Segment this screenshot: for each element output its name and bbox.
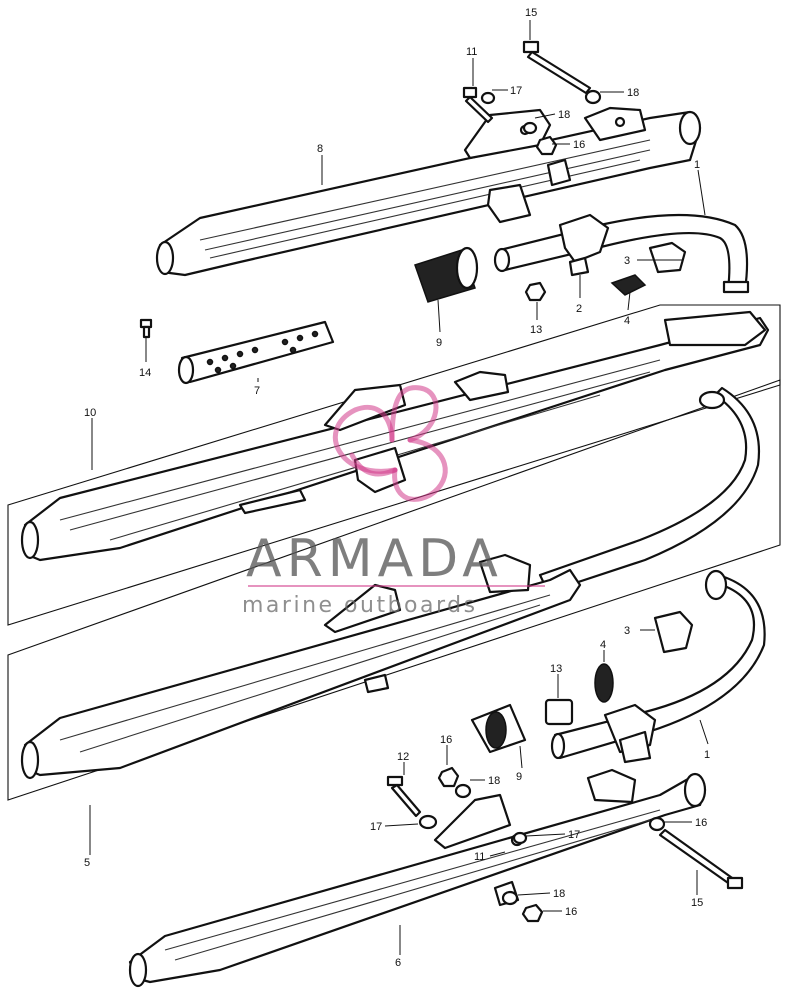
callout-9-top: 9 — [436, 337, 442, 349]
callout-8: 8 — [317, 143, 323, 155]
clamp-part-2-lower — [603, 703, 657, 764]
muffler-part-5 — [20, 553, 582, 780]
callout-11-lower: 11 — [474, 851, 485, 863]
callout-16-top: 16 — [573, 139, 585, 151]
washer-part-18-top — [584, 89, 602, 105]
callout-4-lower: 4 — [600, 639, 606, 651]
pipe-flange-middle — [698, 390, 726, 410]
callout-17-left: 17 — [370, 821, 382, 833]
callout-6: 6 — [395, 957, 401, 969]
spacer-part-13-lower — [544, 698, 574, 726]
gasket-part-4-lower — [594, 663, 614, 703]
watermark-knot-icon — [333, 385, 448, 502]
frame-outline-lower — [7, 379, 781, 801]
callout-16-lower-left: 16 — [440, 734, 452, 746]
callout-2: 2 — [576, 303, 582, 315]
callout-15-top: 15 — [525, 7, 537, 19]
collar-part-3-top — [648, 241, 687, 274]
exhaust-pipe-part-1-top — [493, 213, 750, 294]
callout-1-top: 1 — [694, 159, 700, 171]
nut-part-16-top — [535, 135, 558, 156]
collar-part-3-lower — [653, 610, 694, 654]
callout-7: 7 — [254, 385, 260, 397]
callout-18-bottom: 18 — [553, 888, 565, 900]
spark-arrester-part-7 — [177, 320, 335, 385]
callout-18-lower: 18 — [488, 775, 500, 787]
callout-13-lower: 13 — [550, 663, 562, 675]
callout-14: 14 — [139, 367, 151, 379]
washer-part-18-top-b — [522, 121, 538, 135]
watermark-logo: ARMADA marine outboards — [242, 385, 545, 618]
callout-17-top: 17 — [510, 85, 522, 97]
screw-part-14 — [139, 318, 153, 339]
callout-3-top: 3 — [624, 255, 630, 267]
callout-13-top: 13 — [530, 324, 542, 336]
gasket-part-4-top — [610, 274, 647, 296]
callout-1-lower: 1 — [704, 749, 710, 761]
bolt-part-15-upper — [522, 40, 592, 95]
baffle-part-9-top — [414, 246, 479, 303]
washer-part-17-right — [512, 831, 528, 845]
nut-part-16-bottom — [521, 903, 544, 923]
exhaust-pipe-part-1-lower — [550, 569, 766, 760]
bolt-part-15-lower — [658, 828, 744, 890]
callout-11-top: 11 — [466, 46, 477, 58]
watermark-subtitle: marine outboards — [242, 593, 478, 618]
frame-outline-upper — [7, 304, 781, 626]
callout-18-top-left: 18 — [558, 109, 570, 121]
callout-4-top: 4 — [624, 315, 630, 327]
washer-part-17-top — [480, 91, 496, 105]
watermark-title: ARMADA — [246, 529, 503, 589]
muffler-part-6 — [128, 768, 707, 988]
muffler-part-10 — [20, 310, 770, 562]
clamp-part-2-top — [558, 213, 610, 277]
callout-9-lower: 9 — [516, 771, 522, 783]
callout-10: 10 — [84, 407, 96, 419]
bolt-part-12 — [386, 775, 422, 818]
nut-part-16-lower-a — [437, 766, 460, 788]
callout-12: 12 — [397, 751, 409, 763]
callout-16-bottom: 16 — [565, 906, 577, 918]
callout-16-lower-right: 16 — [695, 817, 707, 829]
baffle-part-9-lower — [470, 703, 527, 754]
washer-part-18-lower-a — [454, 783, 472, 799]
callout-15-lower: 15 — [691, 897, 703, 909]
callout-18-top-right: 18 — [627, 87, 639, 99]
muffler-part-8 — [155, 106, 702, 277]
washer-part-17-left — [418, 814, 438, 830]
callout-3-lower: 3 — [624, 625, 630, 637]
bolt-part-11-top — [462, 86, 494, 124]
washer-part-18-bottom — [501, 890, 519, 906]
callout-labels: 15 11 17 18 18 16 8 1 3 2 4 13 9 14 7 10… — [84, 7, 710, 969]
callout-17-right: 17 — [568, 829, 580, 841]
leader-lines — [89, 20, 709, 955]
exhaust-pipe-middle — [538, 386, 760, 594]
callout-5: 5 — [84, 857, 90, 869]
washer-part-16-right — [648, 816, 666, 832]
nut-part-13-top — [524, 281, 547, 302]
